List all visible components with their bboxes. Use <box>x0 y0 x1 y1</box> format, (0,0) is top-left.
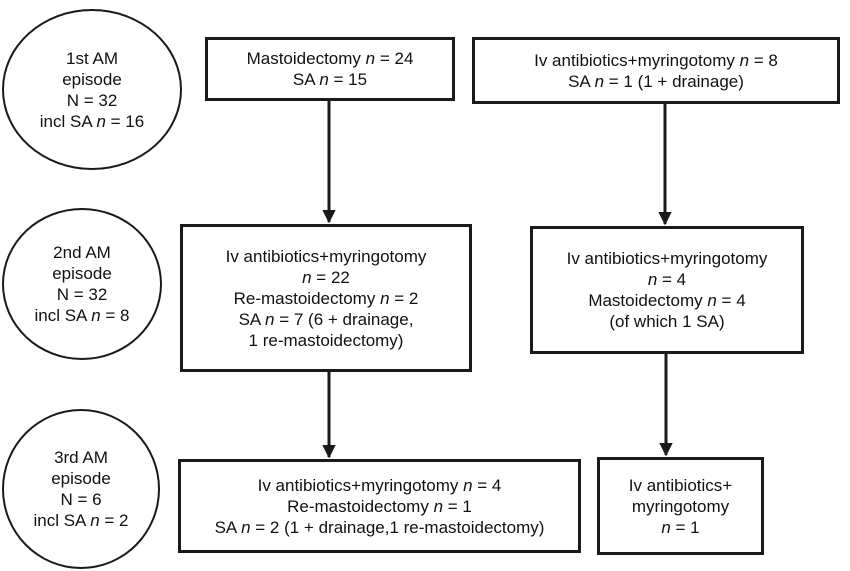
episode-n: N = 32 <box>66 90 118 110</box>
episode-1-ellipse: 1st AM episode N = 32 incl SA n = 16 <box>2 9 182 170</box>
box-mastoidectomy-first: Mastoidectomy n = 24 SA n = 15 <box>205 37 455 101</box>
episode-n: N = 6 <box>60 490 102 509</box>
episode-n: N = 32 <box>56 285 108 304</box>
box-antibiotics-second-right: Iv antibiotics+myringotomy n = 4 Mastoid… <box>530 226 804 354</box>
box-antibiotics-second-left: Iv antibiotics+myringotomy n = 22 Re-mas… <box>180 224 472 372</box>
episode-title: 3rd AM <box>54 448 108 467</box>
episode-subtitle: episode <box>62 69 122 89</box>
episode-sa: incl SA n = 8 <box>34 306 130 325</box>
episode-subtitle: episode <box>52 264 112 283</box>
episode-title: 1st AM <box>66 48 118 68</box>
episode-sa: incl SA n = 16 <box>39 111 145 131</box>
episode-2-ellipse: 2nd AM episode N = 32 incl SA n = 8 <box>2 208 162 360</box>
episode-subtitle: episode <box>51 469 111 488</box>
episode-3-ellipse: 3rd AM episode N = 6 incl SA n = 2 <box>2 409 160 569</box>
box-antibiotics-first: Iv antibiotics+myringotomy n = 8 SA n = … <box>472 37 840 104</box>
episode-title: 2nd AM <box>53 243 111 262</box>
box-antibiotics-third-right: Iv antibiotics+ myringotomy n = 1 <box>597 457 764 555</box>
box-antibiotics-third-left: Iv antibiotics+myringotomy n = 4 Re-mast… <box>178 459 581 553</box>
episode-sa: incl SA n = 2 <box>33 511 129 530</box>
